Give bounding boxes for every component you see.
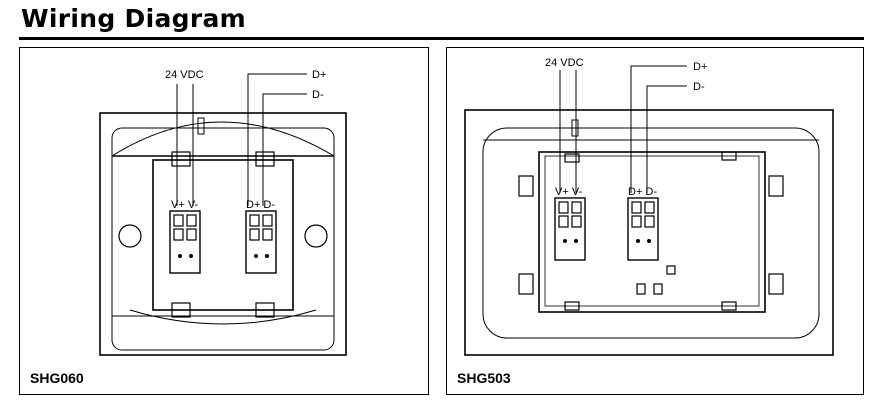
terminal-block-data: [627, 197, 659, 261]
module-body: [538, 151, 766, 313]
terminal-power-label: V+ V-: [555, 186, 583, 198]
mount-hole-right: [304, 224, 328, 248]
wire-d-minus: [262, 93, 307, 206]
bottom-arc: [129, 309, 317, 325]
wire-d-minus: [646, 85, 687, 193]
diagram-panel-shg060: 24 VDC D+ D- V+ V- D+ D- SHG060: [19, 47, 429, 395]
top-tab: [571, 119, 579, 137]
d-plus-label: D+: [693, 61, 707, 73]
clip: [518, 175, 534, 197]
clip: [255, 302, 275, 318]
power-label: 24 VDC: [545, 57, 584, 69]
clip: [564, 301, 580, 311]
terminal-block-power: [169, 210, 201, 274]
terminal-block-data: [245, 210, 277, 274]
d-minus-label: D-: [312, 89, 324, 101]
clip: [564, 153, 580, 163]
top-arc: [111, 121, 335, 157]
terminal-block-power: [554, 197, 586, 261]
inner-plate: [111, 127, 335, 351]
clip: [171, 151, 191, 167]
model-label: SHG060: [30, 370, 84, 386]
clip: [768, 175, 784, 197]
component: [666, 265, 676, 275]
outer-plate: [99, 112, 347, 356]
module-body: [152, 159, 294, 311]
power-label: 24 VDC: [165, 69, 204, 81]
d-plus-label: D+: [312, 69, 326, 81]
clip: [721, 151, 737, 161]
component: [636, 283, 646, 295]
clip: [255, 151, 275, 167]
model-label: SHG503: [457, 370, 511, 386]
d-minus-label: D-: [693, 81, 705, 93]
clip: [171, 302, 191, 318]
clip: [721, 301, 737, 311]
clip: [518, 273, 534, 295]
component: [653, 283, 663, 295]
terminal-power-label: V+ V-: [171, 199, 199, 211]
clip: [768, 273, 784, 295]
terminal-data-label: D+ D-: [628, 186, 657, 198]
inner-plate: [482, 127, 820, 339]
terminal-data-label: D+ D-: [246, 199, 275, 211]
title-rule: [19, 37, 864, 40]
outer-plate: [464, 109, 834, 356]
page-title: Wiring Diagram: [21, 4, 246, 33]
top-tab: [197, 117, 205, 135]
shg503-diagram: 24 VDC D+ D- V+ V- D+ D-: [464, 57, 834, 356]
wire-d-plus: [247, 73, 307, 206]
shg060-diagram: 24 VDC D+ D- V+ V- D+ D-: [99, 69, 347, 356]
mount-hole-left: [118, 224, 142, 248]
diagram-panel-shg503: 24 VDC D+ D- V+ V- D+ D- SHG503: [446, 47, 864, 395]
wire-d-plus: [630, 65, 687, 193]
